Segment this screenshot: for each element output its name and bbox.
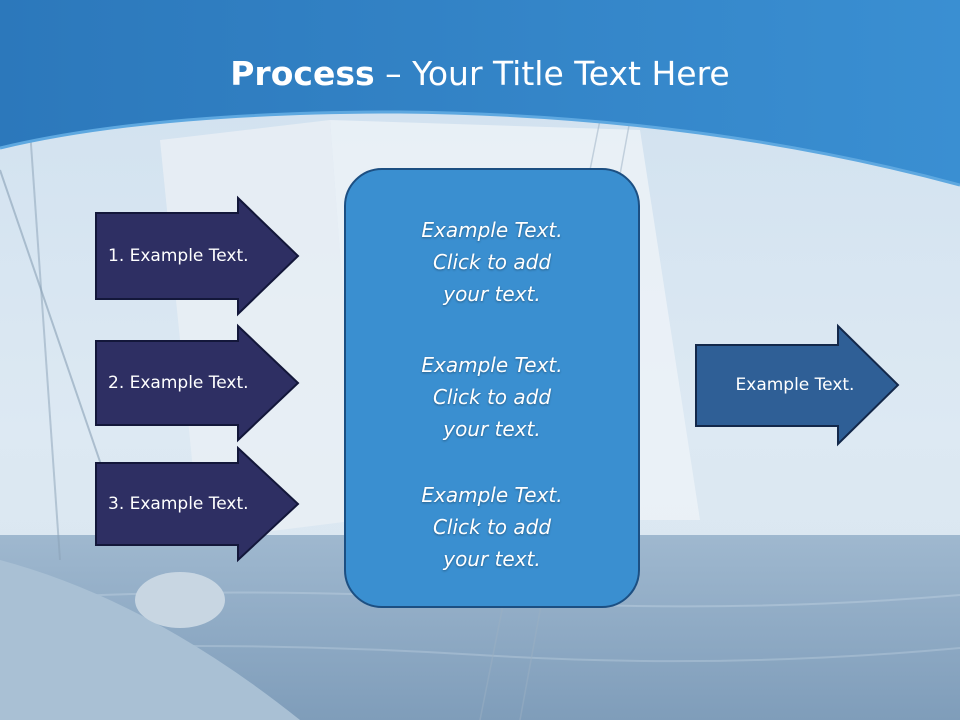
arrow-shape-icon [95, 323, 300, 443]
center-text-line: your text. [443, 547, 541, 571]
center-text-block-2[interactable]: Example Text. Click to add your text. [346, 349, 638, 445]
center-text-line: your text. [443, 282, 541, 306]
input-arrow-label: 1. Example Text. [108, 246, 249, 266]
input-arrow-label: 2. Example Text. [108, 373, 249, 393]
slide-title: Process – Your Title Text Here [0, 52, 960, 96]
center-text-line: your text. [443, 417, 541, 441]
center-text-block-3[interactable]: Example Text. Click to add your text. [346, 479, 638, 575]
center-text-line: Example Text. [421, 483, 563, 507]
title-bold: Process [230, 54, 375, 93]
arrow-shape-icon [95, 195, 300, 317]
input-arrow-label: 3. Example Text. [108, 494, 249, 514]
center-text-line: Click to add [432, 515, 552, 539]
title-rest: – Your Title Text Here [374, 54, 730, 93]
center-text-line: Click to add [432, 250, 552, 274]
input-arrow-1[interactable]: 1. Example Text. [95, 195, 300, 317]
center-text-line: Example Text. [421, 218, 563, 242]
input-arrow-2[interactable]: 2. Example Text. [95, 323, 300, 443]
center-text-line: Click to add [432, 385, 552, 409]
center-text-line: Example Text. [421, 353, 563, 377]
input-arrow-3[interactable]: 3. Example Text. [95, 445, 300, 563]
center-text-block-1[interactable]: Example Text. Click to add your text. [346, 214, 638, 310]
output-arrow-label: Example Text. [735, 375, 855, 395]
output-arrow[interactable]: Example Text. [695, 323, 900, 447]
arrow-shape-icon [95, 445, 300, 563]
arrow-shape-icon [695, 323, 900, 447]
center-process-box[interactable]: Example Text. Click to add your text. Ex… [344, 168, 640, 608]
